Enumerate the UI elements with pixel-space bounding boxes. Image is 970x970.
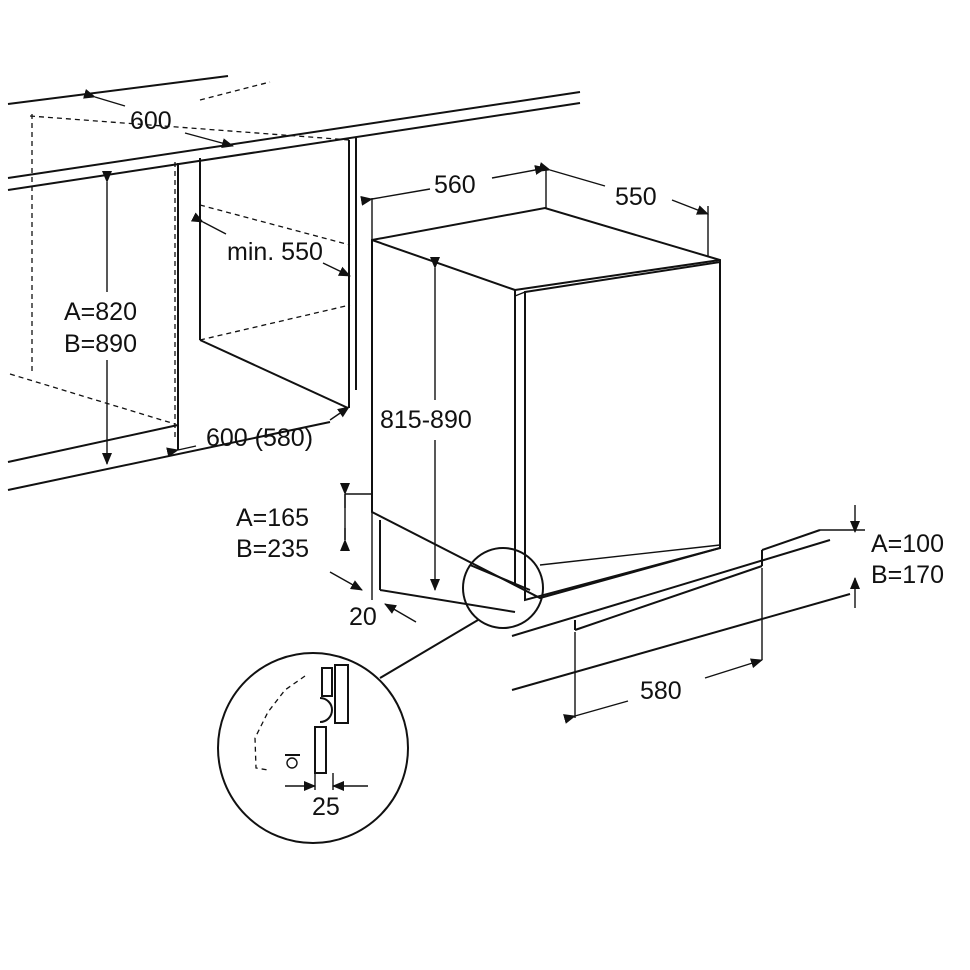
appliance-height-label: 815-890 bbox=[380, 406, 472, 434]
appliance-width-label: 560 bbox=[434, 171, 476, 199]
toe-b-label: B=170 bbox=[871, 561, 944, 589]
appliance-depth-label: 550 bbox=[615, 183, 657, 211]
niche-dimension-lines bbox=[83, 89, 351, 465]
niche-height-a-label: A=820 bbox=[64, 298, 137, 326]
detail-gap-label: 25 bbox=[312, 793, 340, 821]
worktop bbox=[7, 75, 581, 191]
toe-a-label: A=100 bbox=[871, 530, 944, 558]
niche-min-depth-label: min. 550 bbox=[227, 238, 323, 266]
plinth-setback-label: 20 bbox=[349, 603, 377, 631]
toe-width-label: 580 bbox=[640, 677, 682, 705]
plinth-a-label: A=165 bbox=[236, 504, 309, 532]
appliance-dimension-lines bbox=[329, 162, 709, 623]
niche-height-b-label: B=890 bbox=[64, 330, 137, 358]
toe-kick bbox=[511, 505, 865, 724]
niche-depth-label: 600 (580) bbox=[206, 424, 313, 452]
niche-width-label: 600 bbox=[130, 107, 172, 135]
plinth-b-label: B=235 bbox=[236, 535, 309, 563]
detail-callout bbox=[217, 547, 544, 844]
